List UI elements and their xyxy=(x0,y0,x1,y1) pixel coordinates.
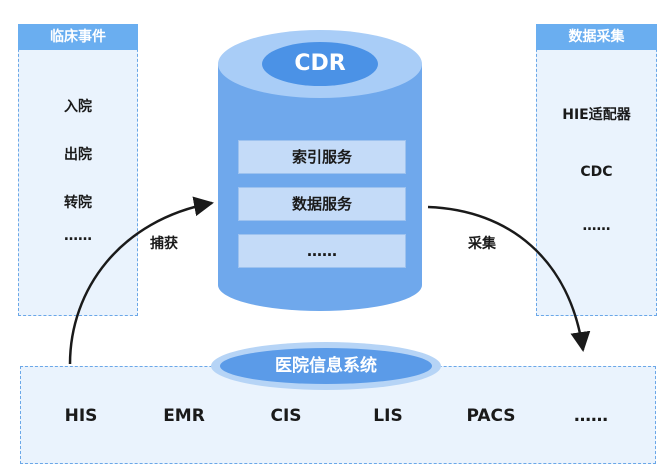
capture-label: 捕获 xyxy=(150,236,178,252)
cdr-title: CDR xyxy=(294,51,346,76)
collect-label: 采集 xyxy=(468,236,496,252)
data-collection-panel xyxy=(536,24,657,316)
cdr-index-service: 索引服务 xyxy=(238,140,406,174)
clinical-events-panel xyxy=(18,24,138,316)
clinical-events-title: 临床事件 xyxy=(18,24,138,50)
data-collection-list: HIE适配器 CDC …… xyxy=(536,24,657,316)
cdr-title-pill xyxy=(262,42,378,86)
system-lis: LIS xyxy=(373,406,403,426)
event-admission: 入院 xyxy=(64,99,92,115)
collector-cdc: CDC xyxy=(580,164,613,180)
data-collection-title: 数据采集 xyxy=(536,24,657,50)
collect-arrow xyxy=(427,205,591,352)
system-more: …… xyxy=(574,406,608,426)
clinical-events-list: 入院 出院 转院 …… xyxy=(18,24,138,316)
event-more: …… xyxy=(64,228,92,244)
cdr-data-service: 数据服务 xyxy=(238,187,406,221)
event-discharge: 出院 xyxy=(64,147,92,163)
system-his: HIS xyxy=(64,406,98,426)
system-cis: CIS xyxy=(270,406,302,426)
cdr-service-more: …… xyxy=(238,234,406,268)
collector-more: …… xyxy=(582,218,611,234)
event-transfer: 转院 xyxy=(64,195,92,211)
system-pacs: PACS xyxy=(466,406,516,426)
his-title: 医院信息系统 xyxy=(275,356,377,376)
system-emr: EMR xyxy=(163,406,205,426)
collector-hie-adapter: HIE适配器 xyxy=(562,107,631,123)
capture-arrow xyxy=(68,196,214,365)
